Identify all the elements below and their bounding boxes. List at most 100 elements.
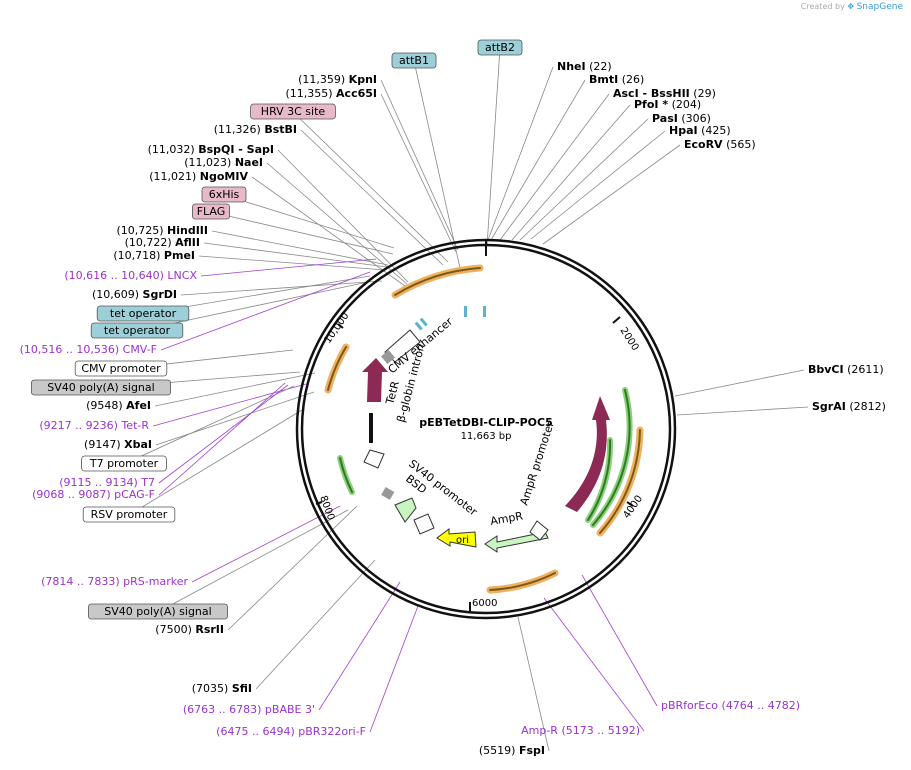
leader-line: [519, 118, 649, 241]
ring-markers: [414, 306, 486, 331]
feature-label-box: [30, 379, 171, 396]
feature-label: SV40 poly(A) signal: [104, 605, 211, 618]
site-name: NheI: [557, 60, 586, 73]
beta-globin-intron-feature: [369, 413, 373, 443]
ori-feature: [436, 528, 477, 548]
feature-label: tet operator: [104, 324, 171, 337]
site-name: SfiI: [232, 682, 252, 695]
leader-line: [266, 162, 408, 285]
leader-line: [413, 60, 461, 269]
leader-line: [223, 194, 395, 249]
sv40-promoter-feature: [413, 513, 435, 535]
restriction-site-label: NheI (22): [557, 60, 612, 73]
site-position: (11,355): [285, 87, 336, 100]
restriction-site-label: (7035) SfiI: [192, 682, 252, 695]
site-position: (204): [668, 98, 701, 111]
leader-line: [490, 79, 586, 241]
site-position: (565): [723, 138, 756, 151]
site-position: (26): [618, 73, 644, 86]
site-name: Acc65I: [336, 87, 377, 100]
leader-line: [203, 242, 388, 268]
leader-line: [251, 176, 406, 287]
site-position: (306): [678, 112, 711, 125]
feature-label-box: [201, 186, 247, 203]
cmv-promoter-feature: [363, 449, 385, 469]
site-position: (10,718): [113, 249, 164, 262]
leader-line: [380, 93, 457, 253]
leader-line: [674, 369, 805, 397]
site-name: PmeI: [164, 249, 195, 262]
leader-line: [511, 104, 631, 241]
site-name: FspI: [519, 744, 545, 757]
feature-label-box: [90, 322, 184, 339]
leader-line: [277, 149, 409, 283]
site-position: (7035): [192, 682, 232, 695]
leader-line: [191, 505, 341, 583]
restriction-site-label: (11,023) NaeI: [184, 156, 263, 169]
label-leader-lines: [100, 47, 809, 752]
leader-line: [198, 255, 386, 271]
restriction-site-label: PfoI * (204): [634, 98, 701, 111]
backbone-inner-ring: [300, 243, 672, 615]
leader-line: [517, 616, 550, 752]
leader-line: [227, 505, 358, 631]
feature-label-box: [250, 103, 336, 120]
leader-line: [200, 258, 377, 277]
feature-label: SV40 poly(A) signal: [47, 381, 154, 394]
tick-marks: [315, 240, 634, 611]
leader-line: [369, 605, 419, 733]
site-name: BspQI - SapI: [198, 143, 274, 156]
site-name: NgoMIV: [200, 170, 249, 183]
polya-block-bottom: [381, 487, 395, 500]
restriction-site-label: (9548) AfeI: [86, 399, 151, 412]
restriction-site-label: SgrAI (2812): [812, 400, 886, 413]
site-position: (29): [690, 87, 716, 100]
feature-label-box: [391, 52, 437, 69]
primer-label: (10,516 .. 10,536) CMV-F: [20, 343, 157, 356]
feature-label-box: [82, 506, 176, 523]
backbone-outer-ring: [295, 238, 677, 620]
site-name: SgrDI: [143, 288, 177, 301]
feature-label: FLAG: [197, 205, 226, 218]
site-name: AflII: [175, 236, 200, 249]
site-position: (11,359): [298, 73, 349, 86]
tetr-feature: [362, 358, 388, 402]
leader-line: [676, 406, 809, 416]
tick-label-2000: 2000: [617, 326, 640, 353]
primer-label: (6763 .. 6783) pBABE 3': [183, 703, 315, 716]
site-position: (9147): [84, 438, 124, 451]
leader-line: [255, 559, 376, 690]
restriction-site-label: (11,032) BspQI - SapI: [148, 143, 274, 156]
site-position: (11,032): [148, 143, 199, 156]
leader-line: [154, 372, 316, 407]
plasmid-size: 11,663 bp: [461, 431, 512, 442]
primer-label: (9115 .. 9134) T7: [59, 476, 155, 489]
leader-line: [211, 230, 389, 266]
site-name: XbaI: [124, 438, 152, 451]
restriction-site-label: (10,722) AflII: [125, 236, 200, 249]
leader-line: [318, 581, 401, 711]
restriction-site-label: BmtI (26): [589, 73, 644, 86]
feature-label: attB1: [399, 54, 429, 67]
site-name: HpaI: [669, 124, 698, 137]
snapgene-logo-icon: ✥: [847, 2, 855, 11]
restriction-site-label: (10,725) HindIII: [116, 224, 208, 237]
feature-label-box: [88, 603, 228, 620]
bsd-feature: [394, 497, 417, 523]
leader-line: [158, 384, 289, 484]
restriction-site-label: (11,326) BstBI: [214, 123, 297, 136]
leader-line: [155, 391, 315, 446]
polya-block-top: [380, 349, 396, 365]
restriction-site-label: AscI - BssHII (29): [613, 87, 716, 100]
ampr-promoter-label: AmpR promoter: [517, 419, 557, 507]
site-position: (10,725): [116, 224, 167, 237]
site-position: (7500): [155, 623, 195, 636]
primer-arc-bottom: [486, 569, 559, 594]
leader-line: [157, 509, 349, 613]
leader-line: [128, 409, 303, 516]
leader-line: [180, 280, 383, 296]
leader-line: [499, 93, 610, 241]
ampr-promoter-feature: [529, 520, 549, 541]
